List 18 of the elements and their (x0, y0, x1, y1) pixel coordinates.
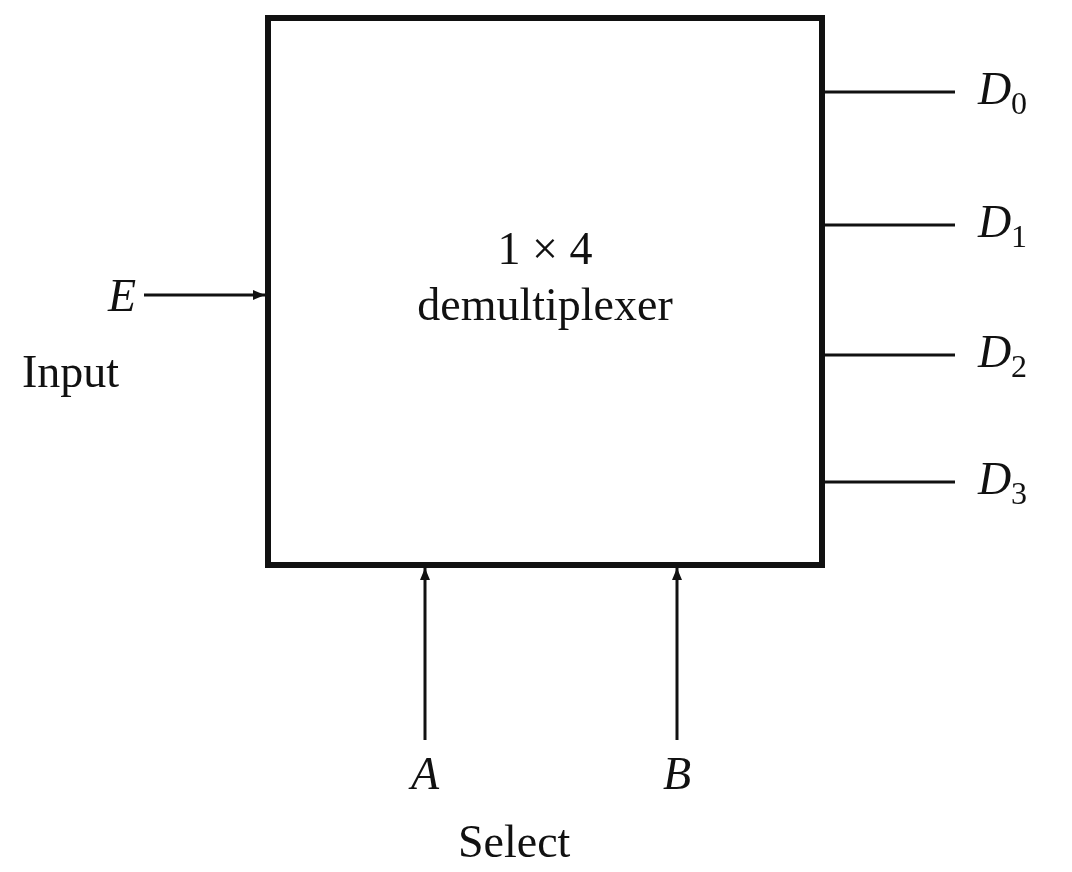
signal-name: D$_{0}$ (977, 61, 1028, 123)
output-line (825, 353, 955, 357)
group-label: Select (458, 815, 571, 868)
demultiplexer-block (265, 15, 825, 568)
output-line (825, 90, 955, 94)
output-line (825, 480, 955, 484)
signal-name: D$_{1}$ (977, 194, 1028, 256)
arrow (144, 290, 265, 300)
signal-caption: Input (22, 345, 120, 398)
signal-name: D$_{2}$ (977, 324, 1028, 386)
arrow (672, 568, 682, 740)
signal-name: B (662, 746, 692, 800)
signal-name: A (410, 746, 440, 800)
signal-name: E (107, 268, 137, 322)
output-line (825, 223, 955, 227)
signal-name: D$_{3}$ (977, 451, 1028, 513)
arrow (420, 568, 430, 740)
block-label: 1 × 4 demultiplexer (416, 222, 674, 332)
